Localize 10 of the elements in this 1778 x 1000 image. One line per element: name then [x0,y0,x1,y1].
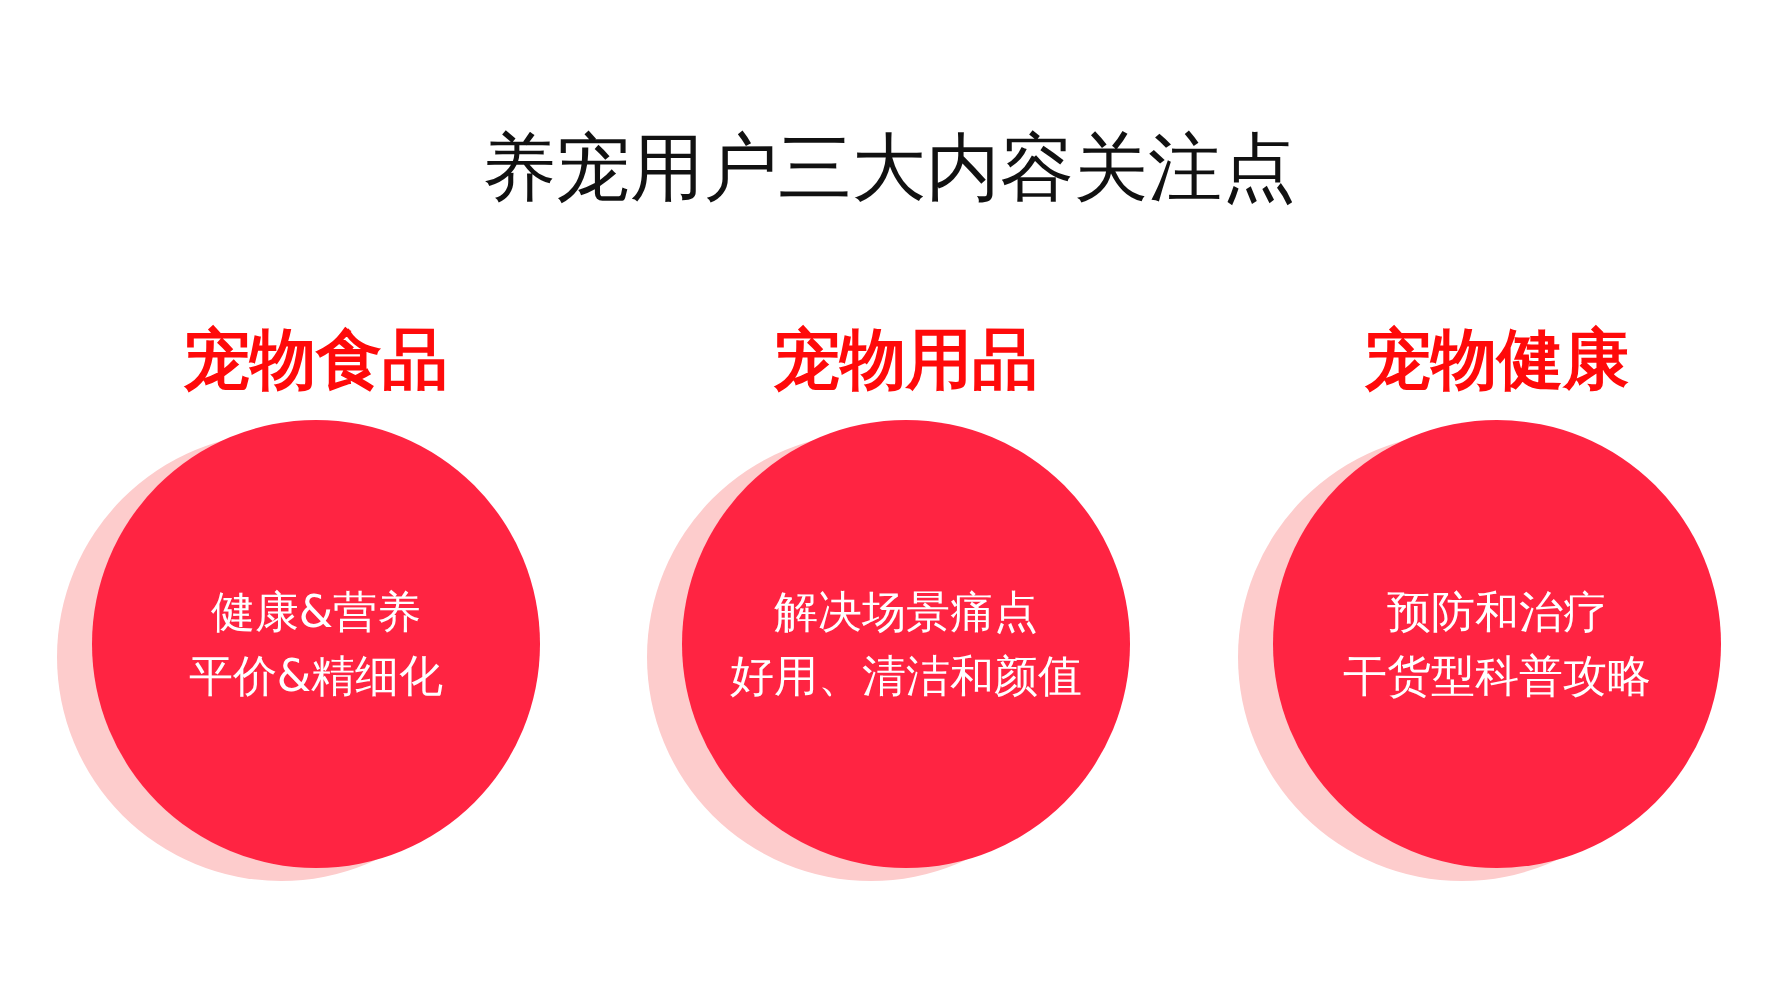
description-text: 干货型科普攻略 [1343,649,1651,703]
description-text: 好用、清洁和颜值 [730,649,1082,703]
category-heading: 宠物食品 [184,322,448,398]
description-text: 预防和治疗 [1387,585,1607,639]
category-heading: 宠物用品 [774,322,1038,398]
description-text: 解决场景痛点 [774,585,1038,639]
title-text: 养宠用户三大内容关注点 [482,126,1296,208]
description-text: 健康&营养 [210,585,422,639]
category-heading: 宠物健康 [1365,322,1629,398]
description-text: 平价&精细化 [188,649,444,703]
